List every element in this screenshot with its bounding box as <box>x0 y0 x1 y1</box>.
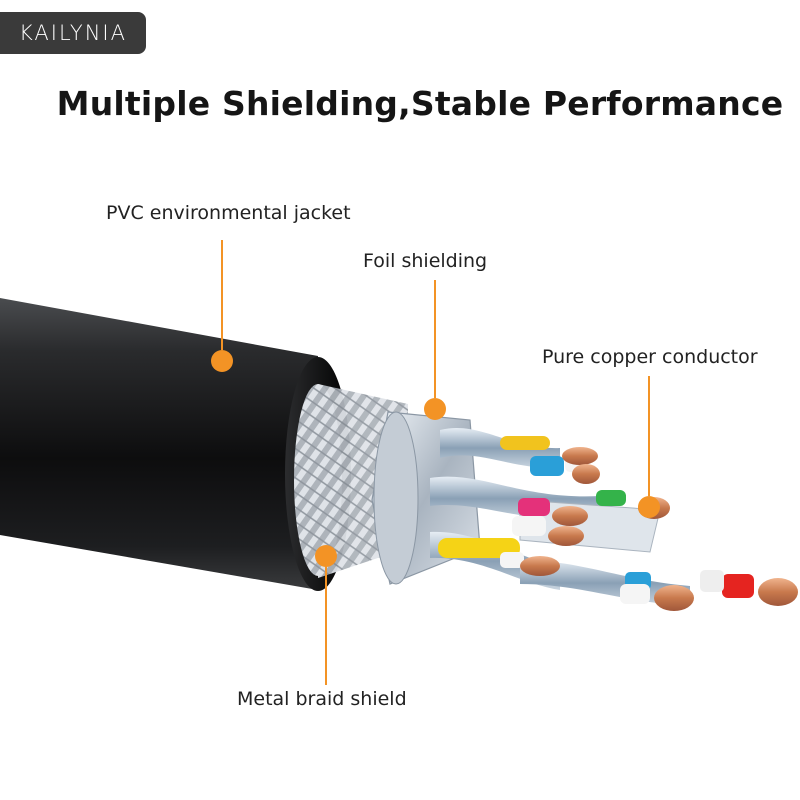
brand-logo: KAILYNIA <box>0 12 146 54</box>
copper-tip-1 <box>562 447 598 465</box>
wire-green <box>596 490 626 506</box>
jacket-callout-dot <box>211 350 233 372</box>
wire-pink <box>518 498 550 516</box>
label-pvc-jacket: PVC environmental jacket <box>106 202 351 224</box>
pair-top <box>440 427 560 469</box>
foil-end <box>373 411 419 585</box>
copper-tip-4 <box>552 506 588 526</box>
copper-tip-8 <box>758 578 798 606</box>
label-copper-conductor: Pure copper conductor <box>542 346 758 368</box>
copper-tip-5 <box>548 526 584 546</box>
copper-tip-6 <box>520 556 560 576</box>
wire-red <box>722 574 754 598</box>
wire-yellow-bottom <box>438 538 520 558</box>
copper-tip-7 <box>654 585 694 611</box>
braid-end <box>294 384 342 576</box>
label-metal-braid: Metal braid shield <box>237 688 407 710</box>
wire-blue <box>530 456 564 476</box>
wire-yellow-top <box>500 436 550 450</box>
wire-white-red <box>700 570 724 592</box>
copper-tip-2 <box>572 464 600 484</box>
label-foil-shielding: Foil shielding <box>363 250 488 272</box>
braid-callout-dot <box>315 545 337 567</box>
callouts <box>211 240 660 685</box>
pvc-jacket <box>0 298 318 590</box>
conductor-callout-dot <box>638 496 660 518</box>
wire-white-lower <box>620 584 650 604</box>
wire-white-pink <box>512 516 546 536</box>
wire-white-yellow <box>500 552 524 568</box>
headline: Multiple Shielding,Stable Performance <box>56 84 784 123</box>
foil-callout-dot <box>424 398 446 420</box>
